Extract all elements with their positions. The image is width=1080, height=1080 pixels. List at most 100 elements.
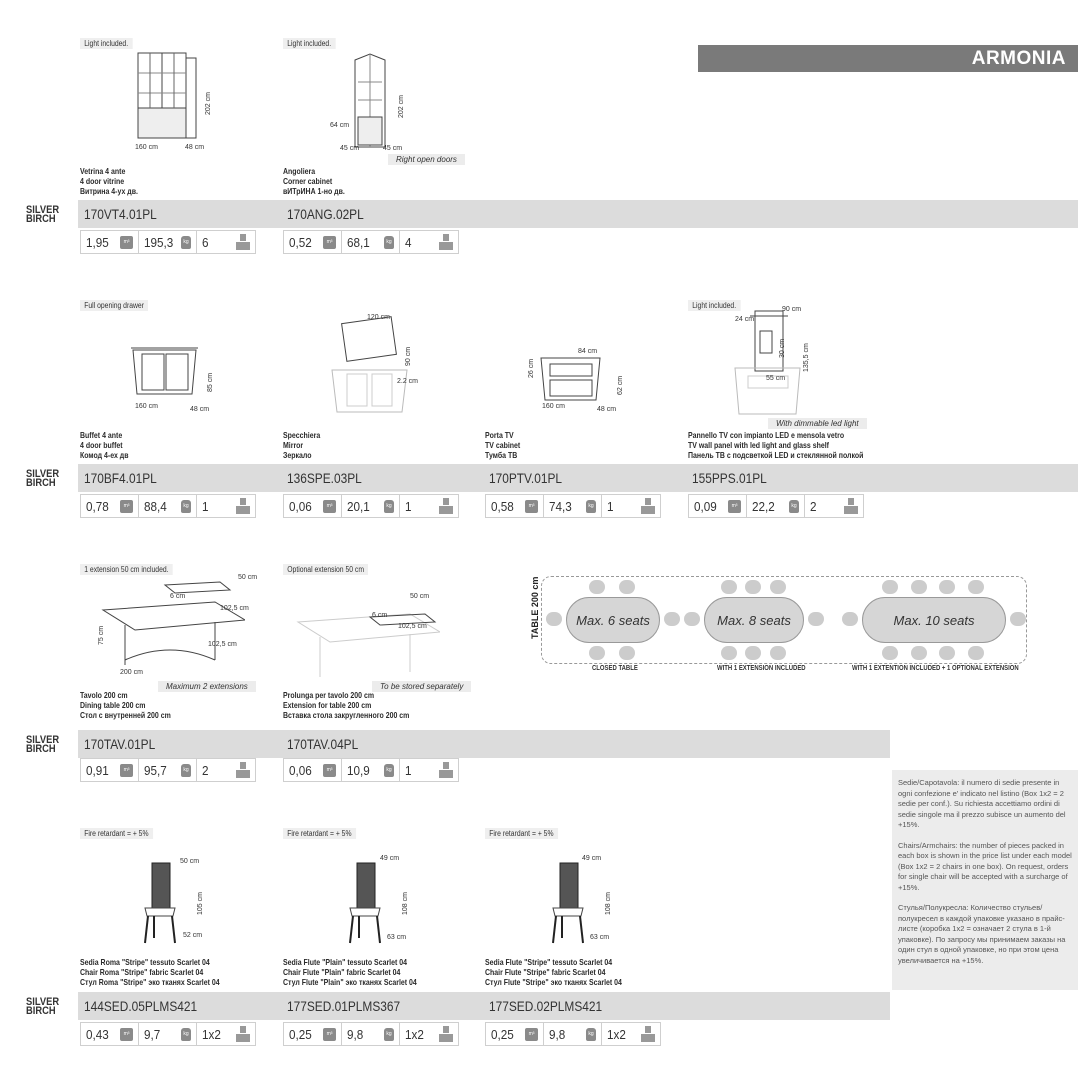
product-names: Pannello TV con impianto LED e mensola v… <box>688 430 863 460</box>
brand-title: ARMONIA <box>698 45 1078 72</box>
product-name-line: Extension for table 200 cm <box>283 700 372 710</box>
box-icon <box>236 498 250 514</box>
product-code[interactable]: 170BF4.01PL <box>84 470 157 486</box>
product-image-chair <box>548 858 588 953</box>
spec-pieces: 1 <box>197 495 255 517</box>
product-name-line: TV wall panel with led light and glass s… <box>688 440 829 450</box>
product-code[interactable]: 170PTV.01PL <box>489 470 563 486</box>
finish-label-line: BIRCH <box>26 213 56 225</box>
dimension-label: 120 cm <box>367 314 390 321</box>
chair-icon <box>1010 612 1026 626</box>
product-name-line: Sedia Roma "Stripe" tessuto Scarlet 04 <box>80 957 210 967</box>
chair-icon <box>769 646 786 660</box>
chair-icon <box>808 612 824 626</box>
dimension-label: 63 cm <box>387 934 407 941</box>
dimension-label: 160 cm <box>542 403 565 410</box>
dimension-label: 85 cm <box>207 372 214 392</box>
dimension-label: 45 cm <box>340 145 360 152</box>
product-note: Fire retardant = + 5% <box>283 828 356 839</box>
product-note: Light included. <box>80 38 133 49</box>
dimension-label: 105 cm <box>197 892 204 915</box>
spec-pieces-value: 4 <box>405 234 412 250</box>
spec-pieces: 2 <box>197 759 255 781</box>
dimension-label: 2.2 cm <box>397 378 419 385</box>
product-tag: Maximum 2 extensions <box>158 681 256 692</box>
spec-weight-value: 22,2 <box>752 498 775 514</box>
spec-weight-value: 20,1 <box>347 498 370 514</box>
product-code[interactable]: 170TAV.01PL <box>84 736 156 752</box>
product-code[interactable]: 170ANG.02PL <box>287 206 364 222</box>
product-image-corner <box>350 52 390 157</box>
dimension-label: 48 cm <box>185 144 205 151</box>
dimension-label: 6 cm <box>170 593 186 600</box>
seating-table: Max. 10 seats <box>862 597 1006 643</box>
volume-icon: m³ <box>323 1027 336 1041</box>
spec-pieces: 4 <box>400 231 458 253</box>
chair-icon <box>910 580 927 594</box>
dimension-label: 108 cm <box>402 892 409 915</box>
product-code[interactable]: 155PPS.01PL <box>692 470 767 486</box>
product-name-line: Corner cabinet <box>283 176 333 186</box>
product-code-bar <box>78 992 890 1020</box>
dimension-label: 24 cm <box>735 316 755 323</box>
spec-weight-value: 95,7 <box>144 762 167 778</box>
product-note: 1 extension 50 cm included. <box>80 564 173 575</box>
volume-icon: m³ <box>525 499 538 513</box>
finish-label-line: SILVER <box>26 996 60 1008</box>
product-code[interactable]: 170VT4.01PL <box>84 206 157 222</box>
dimension-label: 135,5 cm <box>803 343 810 372</box>
spec-pieces: 1x2 <box>400 1023 458 1045</box>
product-name-line: Зеркало <box>283 450 312 460</box>
product-image-chair <box>140 858 180 953</box>
dimension-label: 6 cm <box>372 612 388 619</box>
product-name-line: Porta TV <box>485 430 514 440</box>
spec-pieces-value: 6 <box>202 234 209 250</box>
product-code[interactable]: 170TAV.04PL <box>287 736 359 752</box>
product-note: Full opening drawer <box>80 300 149 311</box>
chair-icon <box>939 580 956 594</box>
product-note: Optional extension 50 cm <box>283 564 369 575</box>
seating-table: Max. 6 seats <box>566 597 660 643</box>
spec-weight-value: 195,3 <box>144 234 174 250</box>
dimension-label: 160 cm <box>135 144 158 151</box>
spec-volume-value: 0,25 <box>289 1026 312 1042</box>
weight-icon: kg <box>586 1027 596 1041</box>
seating-caption: CLOSED TABLE <box>592 665 638 672</box>
note-italian: Sedie/Capotavola: il numero di sedie pre… <box>898 778 1066 829</box>
weight-icon: kg <box>181 499 191 513</box>
spec-pieces-value: 2 <box>810 498 817 514</box>
box-icon <box>236 762 250 778</box>
product-code[interactable]: 144SED.05PLMS421 <box>84 998 198 1014</box>
product-image-extension <box>290 592 442 687</box>
spec-pieces-value: 1 <box>607 498 614 514</box>
chair-icon <box>619 580 636 594</box>
finish-label-line: SILVER <box>26 204 60 216</box>
product-code[interactable]: 136SPE.03PL <box>287 470 362 486</box>
product-name-line: Стул Flute "Stripe" эко тканях Scarlet 0… <box>485 977 622 987</box>
dimension-label: 63 cm <box>590 934 610 941</box>
product-name-line: Тумба ТВ <box>485 450 518 460</box>
product-code[interactable]: 177SED.02PLMS421 <box>489 998 603 1014</box>
spec-pieces-value: 1x2 <box>405 1026 424 1042</box>
volume-icon: m³ <box>728 499 741 513</box>
product-code[interactable]: 177SED.01PLMS367 <box>287 998 401 1014</box>
chair-icon <box>939 646 956 660</box>
product-name-line: Chair Roma "Stripe" fabric Scarlet 04 <box>80 967 204 977</box>
chair-icon <box>967 646 984 660</box>
product-tag: Right open doors <box>388 154 465 165</box>
chair-icon <box>910 646 927 660</box>
